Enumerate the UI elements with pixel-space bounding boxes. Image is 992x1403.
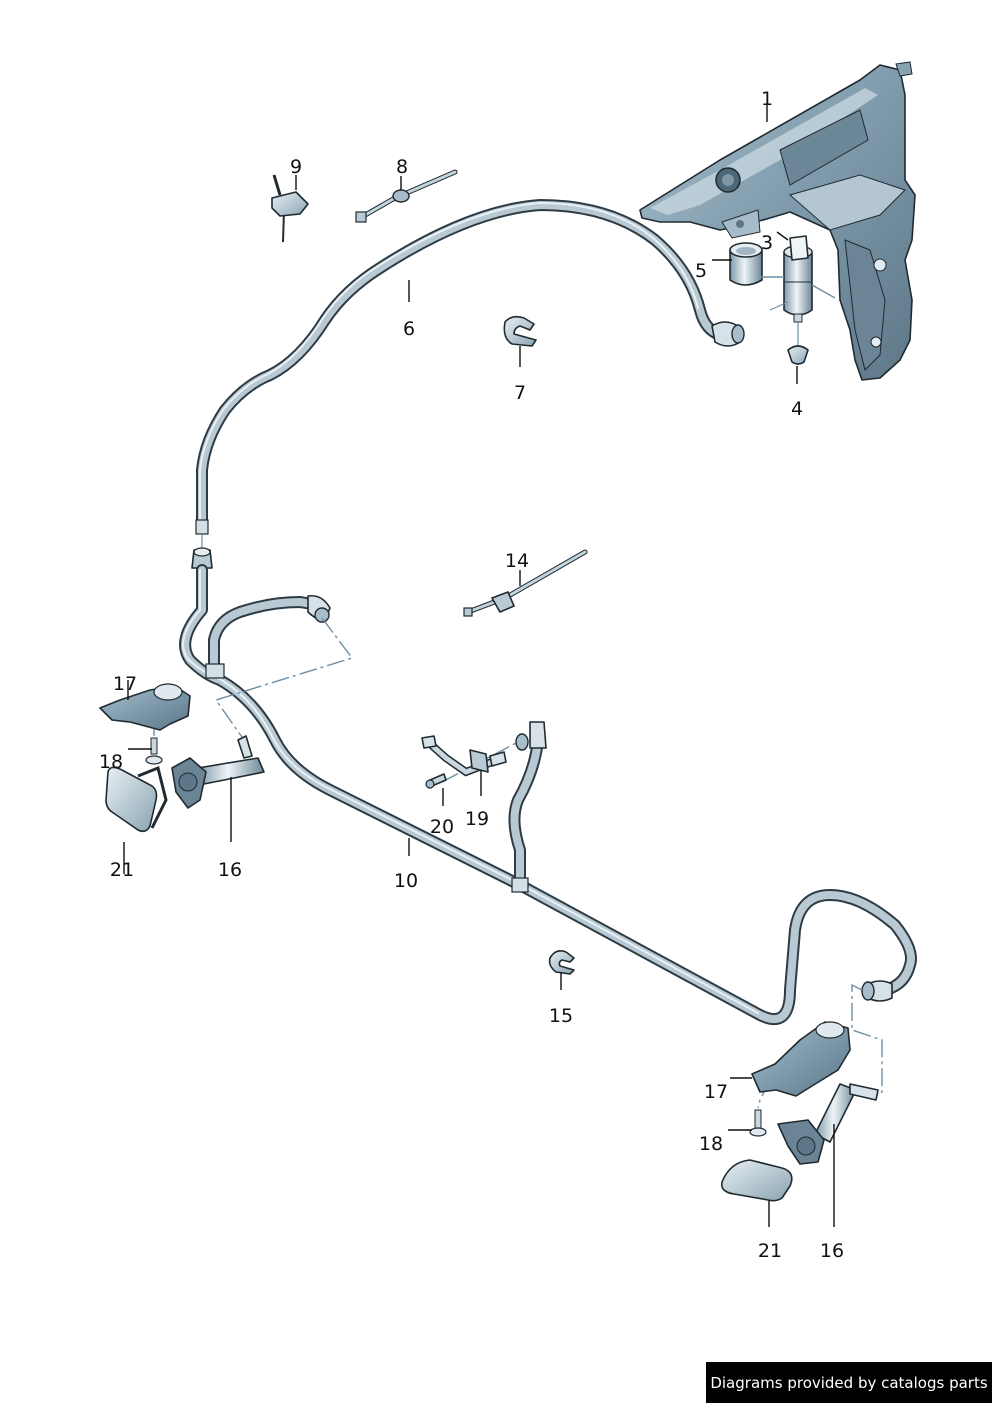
callout-19: 19	[464, 808, 490, 830]
bolt-20	[425, 773, 447, 789]
callout-20: 20	[429, 816, 455, 838]
callout-1: 1	[760, 88, 774, 110]
hose-clip-7	[503, 315, 537, 347]
callout-16-left: 16	[217, 859, 243, 881]
nozzle-left	[171, 735, 265, 809]
nozzle-cap-left	[105, 765, 168, 833]
nozzle-bracket-left	[99, 683, 191, 731]
callout-21-right: 21	[757, 1240, 783, 1262]
holder-clip	[271, 174, 309, 243]
nozzle-right	[777, 1083, 879, 1165]
cable-tie	[355, 169, 458, 223]
credit-banner: Diagrams provided by catalogs parts	[706, 1362, 992, 1403]
callout-9: 9	[289, 156, 303, 178]
grommet	[787, 345, 809, 365]
leader-lines	[123, 103, 835, 1227]
cable-tie-holder	[463, 549, 588, 617]
callout-21-left: 21	[109, 859, 135, 881]
callout-18-right: 18	[698, 1133, 724, 1155]
filler-connector	[421, 735, 507, 777]
callout-5: 5	[694, 260, 708, 282]
callout-10: 10	[393, 870, 419, 892]
callout-17-left: 17	[112, 673, 138, 695]
screw-right	[749, 1109, 767, 1137]
seal-ring	[729, 242, 763, 286]
hose-6	[191, 199, 745, 569]
callout-14: 14	[504, 550, 530, 572]
nozzle-cap-right	[720, 1159, 793, 1202]
hose-clip-15	[548, 950, 575, 975]
callout-18-left: 18	[98, 751, 124, 773]
callout-16-right: 16	[819, 1240, 845, 1262]
callout-15: 15	[548, 1005, 574, 1027]
screw-left	[145, 737, 163, 765]
callout-6: 6	[402, 318, 416, 340]
callout-7: 7	[513, 382, 527, 404]
callout-17-right: 17	[703, 1081, 729, 1103]
hose-10	[179, 564, 917, 1026]
nozzle-bracket-right	[751, 1021, 851, 1097]
callout-3: 3	[760, 232, 774, 254]
callout-8: 8	[395, 156, 409, 178]
washer-reservoir	[639, 61, 916, 381]
callout-4: 4	[790, 398, 804, 420]
washer-pump	[760, 235, 836, 346]
